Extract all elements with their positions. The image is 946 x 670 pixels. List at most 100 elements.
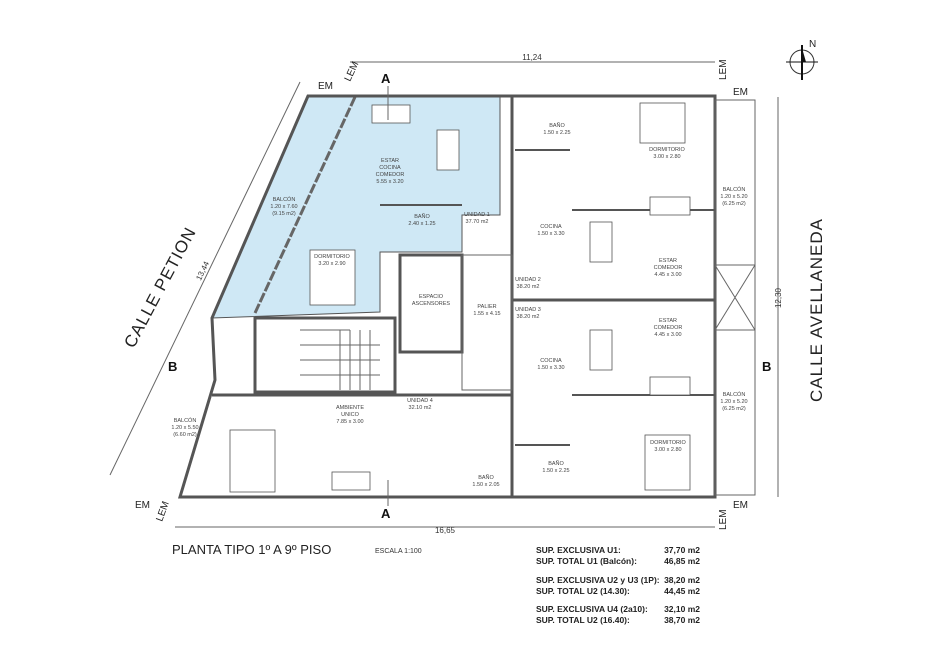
sofa	[371, 104, 411, 124]
svg-text:38.20 m2: 38.20 m2	[517, 284, 540, 290]
svg-text:1.50 x 2.05: 1.50 x 2.05	[472, 482, 499, 488]
bed	[644, 434, 691, 491]
sofa	[331, 471, 371, 491]
dimension-bottom: 16,65	[435, 526, 456, 535]
svg-text:SUP. TOTAL U2 (16.40):: SUP. TOTAL U2 (16.40):	[536, 615, 630, 625]
svg-text:SUP. TOTAL U1 (Balcón):: SUP. TOTAL U1 (Balcón):	[536, 556, 637, 566]
unit-1-area	[211, 95, 501, 319]
svg-text:5.55 x 3.20: 5.55 x 3.20	[376, 179, 403, 185]
north-label: N	[809, 39, 816, 50]
unit-3-label: UNIDAD 338.20 m2	[515, 307, 541, 320]
svg-text:UNICO: UNICO	[341, 412, 359, 418]
lem-label: LEM	[718, 59, 729, 80]
svg-text:1.50 x 3.30: 1.50 x 3.30	[537, 365, 564, 371]
sofa	[649, 196, 691, 216]
section-marker-a-bottom: A	[381, 506, 391, 521]
svg-text:SUP. TOTAL U2 (14.30):: SUP. TOTAL U2 (14.30):	[536, 586, 630, 596]
svg-text:SUP. EXCLUSIVA U2 y U3 (1P):: SUP. EXCLUSIVA U2 y U3 (1P):	[536, 575, 660, 585]
svg-text:COMEDOR: COMEDOR	[654, 265, 683, 271]
section-marker-b-left: B	[168, 359, 177, 374]
svg-text:SUP. EXCLUSIVA U4 (2a10):: SUP. EXCLUSIVA U4 (2a10):	[536, 604, 648, 614]
building-outline	[177, 94, 717, 499]
balcony-u2	[714, 99, 756, 266]
lem-label: LEM	[343, 60, 362, 83]
svg-text:DORMITORIO: DORMITORIO	[314, 254, 350, 260]
svg-text:1.20 x 5.50: 1.20 x 5.50	[171, 425, 198, 431]
scale-label: ESCALA 1:100	[375, 548, 422, 555]
unit-2-label: UNIDAD 238.20 m2	[515, 277, 541, 290]
bed	[309, 249, 356, 306]
svg-text:UNIDAD 3: UNIDAD 3	[515, 307, 541, 313]
svg-text:44,45 m2: 44,45 m2	[664, 586, 700, 596]
dining-table	[589, 221, 613, 263]
balcony-u3	[714, 329, 756, 496]
dimension-top: 11,24	[522, 53, 542, 62]
svg-text:DORMITORIO: DORMITORIO	[650, 440, 686, 446]
svg-text:BAÑO: BAÑO	[414, 213, 430, 220]
svg-text:BAÑO: BAÑO	[548, 460, 564, 467]
dining-table	[589, 329, 613, 371]
plan-title: PLANTA TIPO 1º A 9º PISO	[172, 542, 331, 557]
svg-text:BAÑO: BAÑO	[478, 474, 494, 481]
svg-text:38,70 m2: 38,70 m2	[664, 615, 700, 625]
unit-4-label: UNIDAD 432.10 m2	[407, 398, 433, 411]
street-label-avellaneda: CALLE AVELLANEDA	[807, 218, 826, 402]
svg-text:SUP. EXCLUSIVA U1:: SUP. EXCLUSIVA U1:	[536, 545, 621, 555]
svg-text:ESPACIO: ESPACIO	[419, 294, 444, 300]
svg-text:38,20 m2: 38,20 m2	[664, 575, 700, 585]
svg-text:38.20 m2: 38.20 m2	[517, 314, 540, 320]
svg-text:COCINA: COCINA	[540, 358, 562, 364]
svg-text:AMBIENTE: AMBIENTE	[336, 405, 364, 411]
area-summary: SUP. EXCLUSIVA U1:37,70 m2 SUP. TOTAL U1…	[536, 545, 700, 625]
svg-text:BALCÓN: BALCÓN	[174, 417, 197, 424]
svg-text:1.20 x 5.20: 1.20 x 5.20	[720, 194, 747, 200]
svg-text:(6.25 m2): (6.25 m2)	[722, 406, 746, 412]
svg-text:ASCENSORES: ASCENSORES	[412, 301, 451, 307]
svg-text:32,10 m2: 32,10 m2	[664, 604, 700, 614]
svg-text:3.20 x 2.90: 3.20 x 2.90	[318, 261, 345, 267]
em-label: EM	[733, 500, 748, 511]
svg-text:4.45 x 3.00: 4.45 x 3.00	[654, 332, 681, 338]
dining-table	[436, 129, 460, 171]
svg-text:BALCÓN: BALCÓN	[723, 391, 746, 398]
bed	[639, 102, 686, 144]
em-label: EM	[318, 81, 333, 92]
svg-text:46,85 m2: 46,85 m2	[664, 556, 700, 566]
svg-text:COMEDOR: COMEDOR	[654, 325, 683, 331]
svg-text:ESTAR: ESTAR	[381, 158, 399, 164]
svg-text:COCINA: COCINA	[540, 224, 562, 230]
stairwell	[253, 316, 397, 394]
svg-text:(6.60 m2): (6.60 m2)	[173, 432, 197, 438]
svg-text:1.55 x 4.15: 1.55 x 4.15	[473, 311, 500, 317]
em-label: EM	[135, 500, 150, 511]
dimension-right: 12,30	[774, 287, 783, 308]
palier	[461, 254, 513, 391]
unit-1-label: UNIDAD 137.70 m2	[464, 212, 490, 225]
svg-text:7.85 x 3.00: 7.85 x 3.00	[336, 419, 363, 425]
svg-text:3.00 x 2.80: 3.00 x 2.80	[654, 447, 681, 453]
stairs	[300, 329, 380, 390]
svg-text:1.50 x 2.25: 1.50 x 2.25	[543, 130, 570, 136]
svg-text:PALIER: PALIER	[477, 304, 496, 310]
svg-text:1.50 x 3.30: 1.50 x 3.30	[537, 231, 564, 237]
svg-text:32.10 m2: 32.10 m2	[409, 405, 432, 411]
em-label: EM	[733, 87, 748, 98]
